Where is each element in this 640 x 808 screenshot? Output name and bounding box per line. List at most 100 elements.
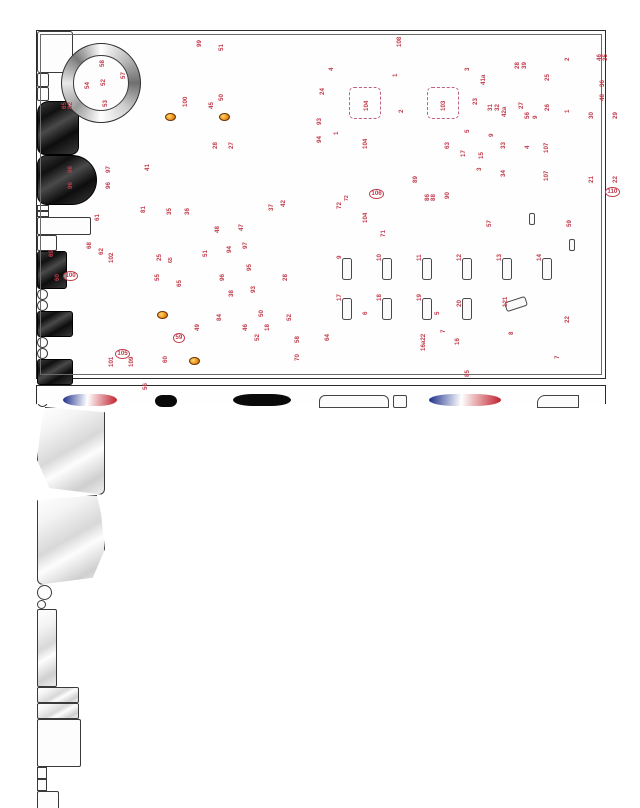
label-3: 3 bbox=[464, 67, 471, 71]
label-strip-56: 56 bbox=[142, 383, 149, 390]
grid-part-13-slot bbox=[502, 258, 512, 280]
cross-part-vertical bbox=[37, 609, 57, 687]
label-34: 34 bbox=[500, 170, 507, 177]
bolt-60-bottom bbox=[189, 357, 200, 365]
strip-nesting-sheet: 56 bbox=[36, 383, 606, 408]
label-4-right: 4 bbox=[524, 145, 531, 149]
label-25-frame: 25 bbox=[156, 254, 163, 261]
label-96-boot: 96 bbox=[219, 274, 226, 281]
label-33: 33 bbox=[500, 142, 507, 149]
label-35-frame: 35 bbox=[166, 208, 173, 215]
grid-part-9-slot bbox=[342, 258, 352, 280]
bracket-96-a bbox=[37, 311, 73, 337]
label-72: 72 bbox=[336, 202, 343, 209]
label-105: 105 bbox=[115, 349, 131, 360]
ring-inner-hole bbox=[73, 55, 129, 111]
label-108: 108 bbox=[396, 36, 403, 47]
label-46m: 46 bbox=[242, 324, 249, 331]
bracket-93-94 bbox=[37, 251, 67, 289]
label-47: 47 bbox=[238, 224, 245, 231]
label-27: 27 bbox=[518, 102, 525, 109]
wing-panel-right-103 bbox=[37, 495, 105, 585]
label-9-mid: 9 bbox=[488, 133, 495, 137]
label-69: 69 bbox=[48, 250, 55, 257]
label-42-frame: 42 bbox=[280, 200, 287, 207]
bracket-96-b bbox=[37, 359, 73, 385]
ring-part-65 bbox=[61, 43, 141, 123]
wing-right-dashed-zone bbox=[427, 87, 459, 119]
bolt-right bbox=[219, 113, 230, 121]
label-grid-19: 19 bbox=[416, 294, 423, 301]
label-16-bot: 16 bbox=[454, 338, 461, 345]
part-51-tab-top bbox=[37, 205, 49, 211]
label-8: 8 bbox=[508, 331, 515, 335]
dark-part-51 bbox=[37, 155, 97, 205]
tall-rail-a-hole bbox=[529, 213, 535, 225]
axle-part-100 bbox=[37, 217, 91, 235]
label-84: 65 bbox=[176, 280, 183, 287]
strip-wedge-grey-3 bbox=[537, 395, 579, 408]
label-110b: 107 bbox=[543, 170, 550, 181]
label-grid-121: 121 bbox=[502, 296, 509, 307]
label-22: 22 bbox=[612, 176, 619, 183]
label-89: 89 bbox=[412, 176, 419, 183]
grid-part-12-slot bbox=[462, 258, 472, 280]
label-53: 53 bbox=[102, 100, 109, 107]
label-1b: 1 bbox=[564, 109, 571, 113]
label-grid-13: 13 bbox=[496, 254, 503, 261]
label-9-right: 9 bbox=[532, 115, 539, 119]
label-16a22: 16a22 bbox=[420, 333, 427, 351]
label-59-circ: 59 bbox=[173, 333, 185, 344]
washer-108-hole bbox=[37, 600, 46, 609]
label-106: 106 bbox=[369, 189, 385, 200]
label-35: 35 bbox=[602, 54, 609, 61]
label-54: 54 bbox=[84, 82, 91, 89]
wing-panel-left-104 bbox=[37, 407, 105, 495]
label-104c: 104 bbox=[362, 212, 369, 223]
grid-part-18-slot bbox=[382, 298, 392, 320]
label-58d: 58 bbox=[294, 336, 301, 343]
label-grid-10: 10 bbox=[376, 254, 383, 261]
strip-wedge-grey-1 bbox=[319, 395, 389, 408]
wing-left-dashed-zone bbox=[349, 87, 381, 119]
label-107: 110 bbox=[605, 187, 620, 198]
label-21: 21 bbox=[588, 176, 595, 183]
strip-wedge-grey-2 bbox=[393, 395, 407, 408]
label-109: 109 bbox=[128, 356, 135, 367]
label-93m: 93 bbox=[250, 286, 257, 293]
label-66: 65 bbox=[168, 257, 174, 263]
label-6-bot: 6 bbox=[362, 311, 369, 315]
label-96-b2: 96 bbox=[105, 182, 112, 189]
grid-part-17-slot bbox=[342, 298, 352, 320]
strip-wedge-red-blue-2 bbox=[429, 394, 501, 406]
label-61: 61 bbox=[94, 214, 101, 221]
label-62: 62 bbox=[98, 248, 105, 255]
label-60-bot: 60 bbox=[162, 356, 169, 363]
label-grid-11: 11 bbox=[416, 254, 423, 261]
label-60: 60 bbox=[54, 274, 61, 281]
part-51-tab-bottom bbox=[37, 211, 49, 217]
cross-part-arm-top bbox=[37, 687, 79, 703]
label-101: 101 bbox=[108, 356, 115, 367]
label-7-bot: 7 bbox=[440, 329, 447, 333]
label-grid-14: 14 bbox=[536, 254, 543, 261]
label-70: 70 bbox=[294, 354, 301, 361]
label-55: 55 bbox=[154, 274, 161, 281]
axle-part-45 bbox=[37, 235, 57, 251]
grid-part-20-slot bbox=[462, 298, 472, 320]
label-94: 94 bbox=[316, 136, 323, 143]
label-24: 24 bbox=[319, 88, 326, 95]
bracket-hole-bottom bbox=[37, 300, 48, 311]
bolt-59-top bbox=[157, 311, 168, 319]
label-72-sub: 72 bbox=[344, 195, 350, 201]
label-41a: 41a bbox=[480, 74, 487, 85]
label-50m: 50 bbox=[258, 310, 265, 317]
label-102: 102 bbox=[108, 252, 115, 263]
strip-wedge-black-1 bbox=[155, 395, 177, 407]
plate-notch-left-bottom bbox=[37, 779, 47, 791]
cross-part-arm-bottom bbox=[37, 703, 79, 719]
label-48: 48 bbox=[599, 94, 606, 101]
drawing-canvas: 65 82 58 54 52 53 57 99 51 50 100 45 93 … bbox=[36, 30, 620, 808]
label-grid-9: 9 bbox=[336, 255, 343, 259]
label-52: 52 bbox=[100, 79, 107, 86]
